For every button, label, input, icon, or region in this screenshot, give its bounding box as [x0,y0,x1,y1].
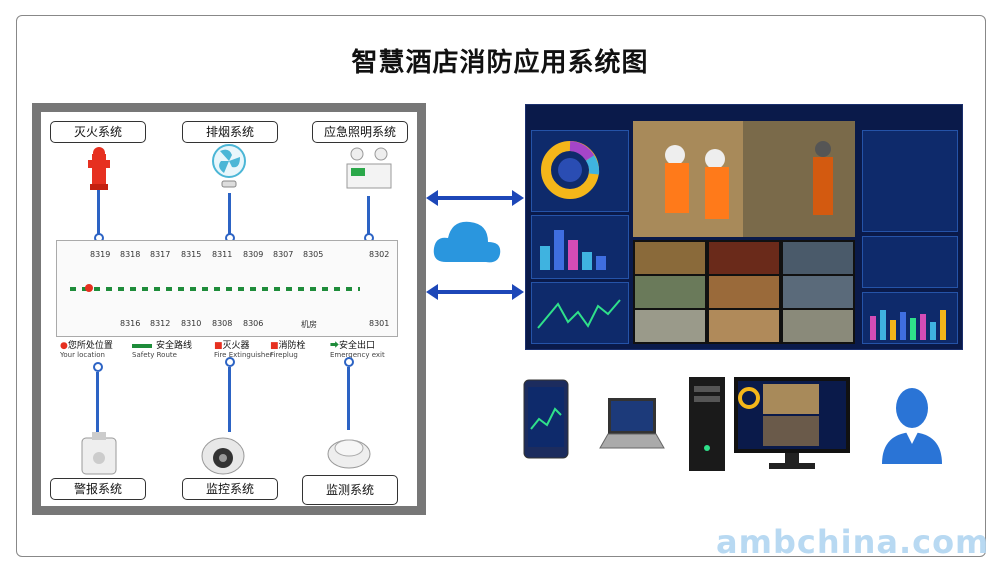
bidirectional-arrow [426,190,524,206]
link-line [228,193,231,235]
desktop-tower-icon [689,377,725,471]
outer-frame [16,15,986,557]
link-line [228,367,231,432]
connection-dot [344,357,354,367]
line-chart-icon [537,299,621,329]
room-label: 8308 [212,319,233,328]
link-line [347,367,350,430]
room-label: 8310 [181,319,202,328]
connection-dot [93,362,103,372]
room-label: 8306 [243,319,264,328]
room-label: 8307 [273,250,294,259]
bar-chart-icon [540,230,606,270]
room-label: 8319 [90,250,111,259]
dashboard-panel [531,282,629,344]
cctv-camera-grid [633,240,855,344]
laptop-icon [599,398,665,449]
your-location-marker [85,284,93,292]
link-line [97,190,100,235]
user-avatar-icon [882,388,942,464]
smoke-exhaust-system-label: 排烟系统 [182,121,278,143]
dashboard-panel [862,130,958,232]
cloud-icon [433,221,501,263]
room-label: 8318 [120,250,141,259]
fire-extinguishing-system-label: 灭火系统 [50,121,146,143]
monitor-icon [734,377,850,469]
room-label: 8309 [243,250,264,259]
page-title: 智慧酒店消防应用系统图 [351,48,649,78]
link-line [96,372,99,432]
room-label: 8302 [369,250,390,259]
firefighters-photo [633,121,855,237]
monitoring-control-system-label: 监控系统 [182,478,278,500]
link-line [367,196,370,235]
fan-icon [212,144,246,188]
donut-chart-icon [541,141,600,199]
watermark: ambchina.com [716,523,990,561]
room-label: 8312 [150,319,171,328]
room-label: 8317 [150,250,171,259]
mobile-phone-icon [523,379,569,459]
room-label: 8305 [303,250,324,259]
smoke-detector-icon [327,439,371,469]
emergency-light-icon [346,147,392,189]
emergency-lighting-system-label: 应急照明系统 [312,121,408,143]
detection-system-label: 监测系统 [302,475,398,505]
security-camera-icon [201,437,245,475]
room-label: 8316 [120,319,141,328]
alarm-system-label: 警报系统 [50,478,146,500]
bidirectional-arrow [426,284,524,300]
safety-route [70,287,360,291]
alarm-device-icon [81,432,117,475]
dashboard-panel [862,236,958,288]
bar-chart-icon [870,310,946,340]
room-label: 8311 [212,250,233,259]
room-label: 8301 [369,319,390,328]
connection-dot [225,357,235,367]
fire-hydrant-icon [88,147,110,190]
room-label: 8315 [181,250,202,259]
room-label: 机房 [301,320,317,329]
